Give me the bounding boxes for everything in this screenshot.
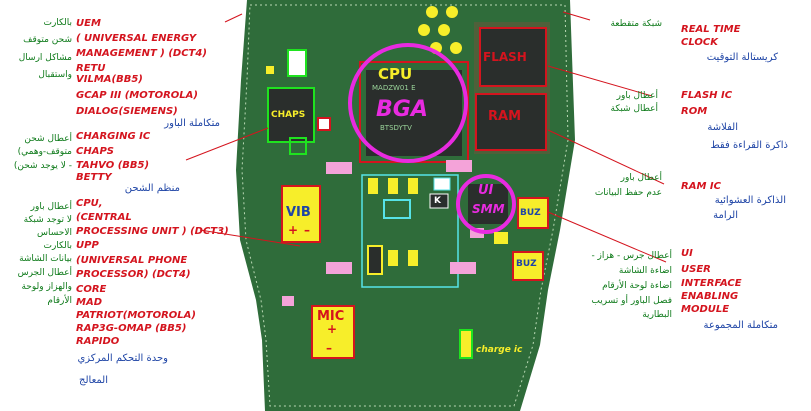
k-label: K: [434, 195, 441, 207]
uem-ar-2: شحن متوقف: [0, 34, 72, 46]
uem-line-7: DIALOG(SIEMENS): [76, 106, 178, 118]
bga-label: BGA: [376, 98, 428, 122]
cpu-line-6: PROCESSOR) (DCT4): [76, 269, 191, 281]
rtc-blue: كريستالة التوقيت: [660, 52, 778, 64]
rtc-line-1: REAL TIME: [681, 24, 740, 36]
cpu-marking-2: BTSDYTV: [380, 124, 412, 132]
ui-ar-3: اضاءة لوحة الأرقام: [560, 280, 672, 292]
mic-minus: –: [326, 342, 332, 354]
cpu-ar-1: أعطال باور: [0, 201, 72, 213]
ui-ar-2: اضاءة الشاشة: [560, 265, 672, 277]
cpu-ar-3: الاحساس: [0, 227, 72, 239]
flash-ar-2: أعطال شبكة: [580, 103, 658, 115]
cpu-line-4: UPP: [76, 240, 99, 252]
vib-label: VIB: [286, 206, 311, 220]
small-yellow: [494, 232, 508, 244]
ui-line-4: ENABLING: [681, 291, 738, 303]
ui-blue: متكاملة المجموعة: [660, 320, 778, 332]
ui-line-2: USER: [681, 264, 711, 276]
cpu-line-9: PATRIOT(MOTOROLA): [76, 310, 196, 322]
cpu-line-7: CORE: [76, 284, 106, 296]
cpu-ar-4: بالكارت: [0, 240, 72, 252]
uem-line-6: GCAP III (MOTOROLA): [76, 90, 198, 102]
ram-ar-2: عدم حفظ البيانات: [580, 187, 662, 199]
cpu-marking-1: MADZW01 E: [372, 84, 416, 92]
cpu-line-11: RAPIDO: [76, 336, 119, 348]
chaps-ar-1: أعطال شحن: [0, 133, 72, 145]
cpu-blue-1: وحدة التحكم المركزي: [60, 353, 168, 365]
small-component-top: [288, 50, 306, 76]
ui-ar-4: فصل الباور أو تسريب: [560, 295, 672, 307]
uem-blue: متكاملة الباور: [100, 118, 220, 130]
ram-label: RAM: [488, 110, 521, 124]
ram-line-1: RAM IC: [681, 181, 721, 193]
uem-ar-1: بالكارت: [0, 17, 72, 29]
cpu-ar-8: الأرقام: [0, 295, 72, 307]
mic-plus: +: [327, 323, 337, 335]
buz-label-1: BUZ: [520, 207, 541, 219]
cpu-line-10: RAP3G-OMAP (BB5): [76, 323, 186, 335]
ram-blue-1: الذاكرة العشوائية: [660, 195, 786, 207]
cpu-ar-5: بيانات الشاشة: [0, 253, 72, 265]
chaps-line-2: CHAPS: [76, 146, 114, 158]
vib-minus: –: [304, 224, 310, 236]
small-pad: [266, 66, 274, 74]
cpu-blue-2: المعالج: [20, 375, 108, 387]
uem-ar-3: مشاكل ارسال: [0, 52, 72, 64]
chaps-blue: منظم الشحن: [60, 183, 180, 195]
cpu-line-1: CPU,: [76, 198, 103, 210]
charge-ic-label: charge ic: [476, 344, 522, 356]
buz-label-2: BUZ: [516, 258, 537, 270]
cpu-line-2: (CENTRAL: [76, 212, 132, 224]
uem-line-3: MANAGEMENT ) (DCT4): [76, 48, 207, 60]
cpu-ar-2: لا توجد شبكة: [0, 214, 72, 226]
ram-blue-2: الرامة: [660, 210, 738, 222]
cpu-line-5: (UNIVERSAL PHONE: [76, 255, 187, 267]
uem-line-1: UEM: [76, 18, 101, 30]
flash-line-1: FLASH IC: [681, 90, 732, 102]
flash-line-2: ROM: [681, 106, 707, 118]
vib-plus: +: [288, 224, 298, 236]
flash-blue-2: ذاكرة القراءة فقط: [660, 140, 788, 152]
uem-ar-4: واستقبال: [0, 69, 72, 81]
ui-label: UI: [478, 184, 493, 198]
chaps-line-1: CHARGING IC: [76, 131, 150, 143]
smm-label: SMM: [472, 202, 505, 216]
chaps-ar-3: - لا يوجد شحن): [0, 160, 72, 172]
charge-ic-pad: [460, 330, 472, 358]
uem-line-5: VILMA(BB5): [76, 74, 143, 86]
uem-line-2: ( UNIVERSAL ENERGY: [76, 33, 196, 45]
chaps-line-3: TAHVO (BB5): [76, 160, 149, 172]
ui-line-3: INTERFACE: [681, 278, 742, 290]
small-square: [318, 118, 330, 130]
white-component: [434, 178, 450, 190]
cpu-line-8: MAD: [76, 297, 102, 309]
cpu-line-3: PROCESSING UNIT ) (DCT3): [76, 226, 229, 238]
rtc-ar: شبكة متقطعة: [580, 18, 662, 30]
ui-ar-1: أعطال جرس - هزاز -: [560, 250, 672, 262]
ram-ar-1: أعطال باور: [580, 172, 662, 184]
chaps-ar-2: متوقف-وهمي): [0, 146, 72, 158]
cpu-ar-6: أعطال الجرس: [0, 267, 72, 279]
cpu-label: CPU: [378, 66, 412, 82]
ui-line-1: UI: [681, 248, 693, 260]
rtc-line-2: CLOCK: [681, 37, 718, 49]
flash-ar-1: أعطال باور: [580, 90, 658, 102]
chaps-label: CHAPS: [271, 110, 305, 120]
flash-blue-1: الفلاشة: [660, 122, 738, 134]
ui-line-5: MODULE: [681, 304, 729, 316]
flash-label: FLASH: [483, 50, 527, 64]
cpu-ar-7: والهزاز ولوحة: [0, 281, 72, 293]
ui-ar-5: البطارية: [560, 309, 672, 321]
